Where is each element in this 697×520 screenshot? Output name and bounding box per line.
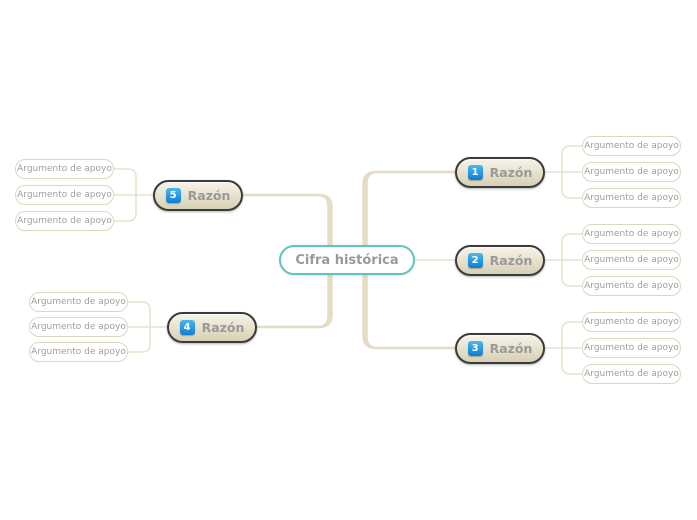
branch-5-number-badge: 5 <box>165 187 181 203</box>
argument-node[interactable]: Argumento de apoyo <box>582 364 681 384</box>
branch-node-1[interactable]: 1 Razón <box>455 156 545 188</box>
argument-node[interactable]: Argumento de apoyo <box>582 276 681 296</box>
child-lines-branch-5 <box>114 168 153 222</box>
argument-node[interactable]: Argumento de apoyo <box>15 211 114 231</box>
branch-5-label: Razón <box>187 187 231 203</box>
argument-node[interactable]: Argumento de apoyo <box>15 159 114 179</box>
argument-node[interactable]: Argumento de apoyo <box>582 136 681 156</box>
child-lines-branch-1 <box>543 145 582 199</box>
child-lines-branch-3 <box>543 321 582 375</box>
argument-node[interactable]: Argumento de apoyo <box>15 185 114 205</box>
branch-4-label: Razón <box>201 319 245 335</box>
argument-node[interactable]: Argumento de apoyo <box>582 162 681 182</box>
argument-node[interactable]: Argumento de apoyo <box>582 338 681 358</box>
branch-2-label: Razón <box>489 252 533 268</box>
branch-4-number-badge: 4 <box>179 319 195 335</box>
root-node[interactable]: Cifra histórica <box>279 245 415 275</box>
child-lines-branch-2 <box>543 233 582 287</box>
branch-node-5[interactable]: 5 Razón <box>153 179 243 211</box>
argument-node[interactable]: Argumento de apoyo <box>29 292 128 312</box>
branch-node-4[interactable]: 4 Razón <box>167 311 257 343</box>
branch-3-number-badge: 3 <box>467 340 483 356</box>
branch-node-3[interactable]: 3 Razón <box>455 332 545 364</box>
branch-node-2[interactable]: 2 Razón <box>455 244 545 276</box>
branch-1-label: Razón <box>489 164 533 180</box>
argument-node[interactable]: Argumento de apoyo <box>582 224 681 244</box>
branch-3-label: Razón <box>489 340 533 356</box>
argument-node[interactable]: Argumento de apoyo <box>582 250 681 270</box>
branch-1-number-badge: 1 <box>467 164 483 180</box>
argument-node[interactable]: Argumento de apoyo <box>29 342 128 362</box>
child-lines-branch-4 <box>128 301 167 353</box>
argument-node[interactable]: Argumento de apoyo <box>582 188 681 208</box>
argument-node[interactable]: Argumento de apoyo <box>29 317 128 337</box>
argument-node[interactable]: Argumento de apoyo <box>582 312 681 332</box>
branch-2-number-badge: 2 <box>467 252 483 268</box>
